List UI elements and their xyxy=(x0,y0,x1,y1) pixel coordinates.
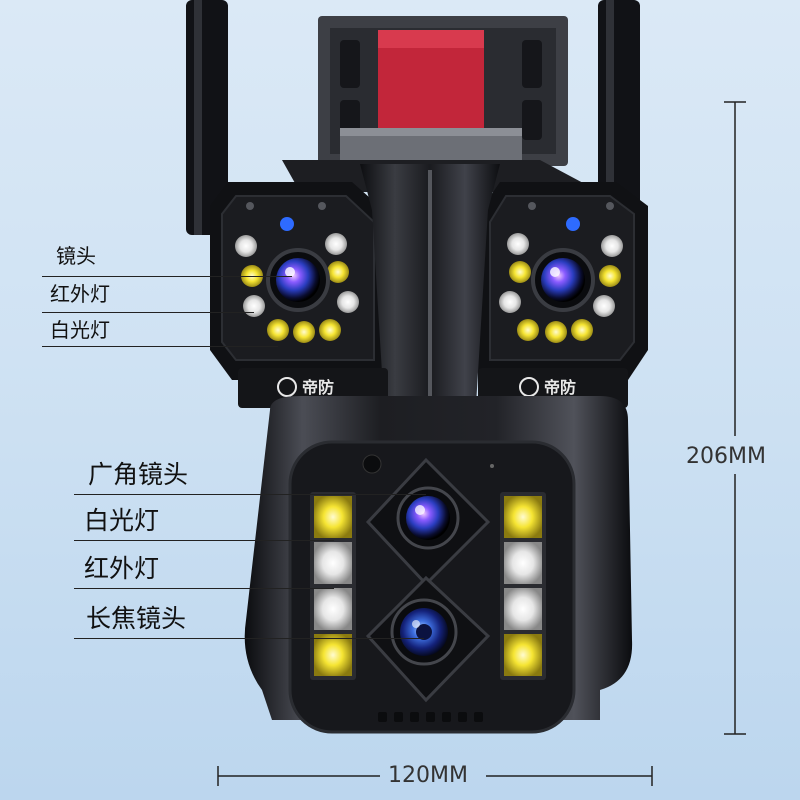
brand-logo-text: 帝防 xyxy=(302,378,335,397)
callout-wide-angle-lens: 广角镜头 xyxy=(88,460,189,489)
width-dimension-label: 120MM xyxy=(388,763,468,788)
left-camera-module xyxy=(210,182,388,380)
callout-white-light: 白光灯 xyxy=(50,318,110,342)
leader-line xyxy=(74,540,334,541)
brand-logo-icon xyxy=(277,377,297,397)
callout-white-light: 白光灯 xyxy=(84,506,160,535)
wall-mount xyxy=(318,16,568,168)
antenna-left xyxy=(186,0,228,235)
width-dimension xyxy=(217,766,653,786)
leader-line xyxy=(42,312,254,313)
callout-lens: 镜头 xyxy=(56,244,96,268)
height-dimension-label: 206MM xyxy=(686,444,766,469)
leader-line xyxy=(42,346,278,347)
leader-line xyxy=(74,588,334,589)
telephoto-lens xyxy=(365,575,491,703)
callout-telephoto-lens: 长焦镜头 xyxy=(86,604,187,633)
brand-logo-text: 帝防 xyxy=(544,378,577,397)
led-strip-left xyxy=(310,492,356,680)
height-dimension xyxy=(724,101,746,735)
leader-line xyxy=(74,638,424,639)
right-camera-module xyxy=(478,182,648,380)
leader-line xyxy=(74,494,426,495)
antenna-right xyxy=(598,0,640,235)
callout-ir-light: 红外灯 xyxy=(84,554,160,583)
led-strip-right xyxy=(500,492,546,680)
leader-line xyxy=(42,276,292,277)
wide-angle-lens xyxy=(365,457,491,587)
callout-ir-light: 红外灯 xyxy=(50,282,110,306)
